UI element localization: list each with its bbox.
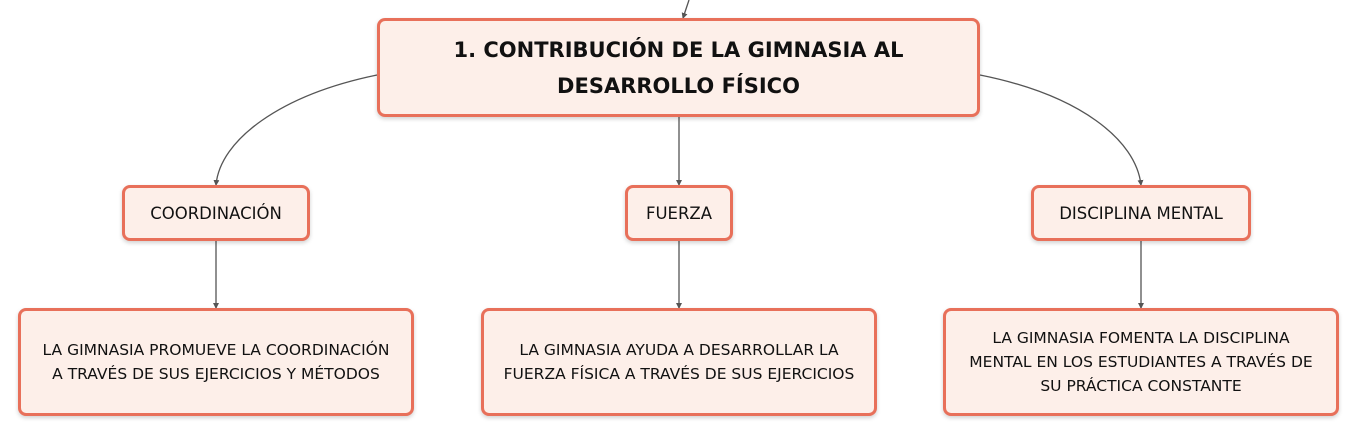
topic-node-fuerza[interactable]: FUERZA (625, 185, 733, 241)
topic-node-disciplina-mental[interactable]: DISCIPLINA MENTAL (1031, 185, 1251, 241)
detail-node-fuerza[interactable]: LA GIMNASIA AYUDA A DESARROLLAR LA FUERZ… (481, 308, 877, 416)
connector-root-to-coordinacion (213, 74, 378, 186)
connector-root-to-disciplina (979, 74, 1144, 186)
detail-node-coordinacion[interactable]: LA GIMNASIA PROMUEVE LA COORDINACIÓN A T… (18, 308, 414, 416)
topic-node-coordinacion[interactable]: COORDINACIÓN (122, 185, 310, 241)
detail-node-disciplina-mental[interactable]: LA GIMNASIA FOMENTA LA DISCIPLINA MENTAL… (943, 308, 1339, 416)
root-topic-node[interactable]: 1. CONTRIBUCIÓN DE LA GIMNASIA AL DESARR… (377, 18, 980, 117)
incoming-connector (681, 0, 690, 19)
